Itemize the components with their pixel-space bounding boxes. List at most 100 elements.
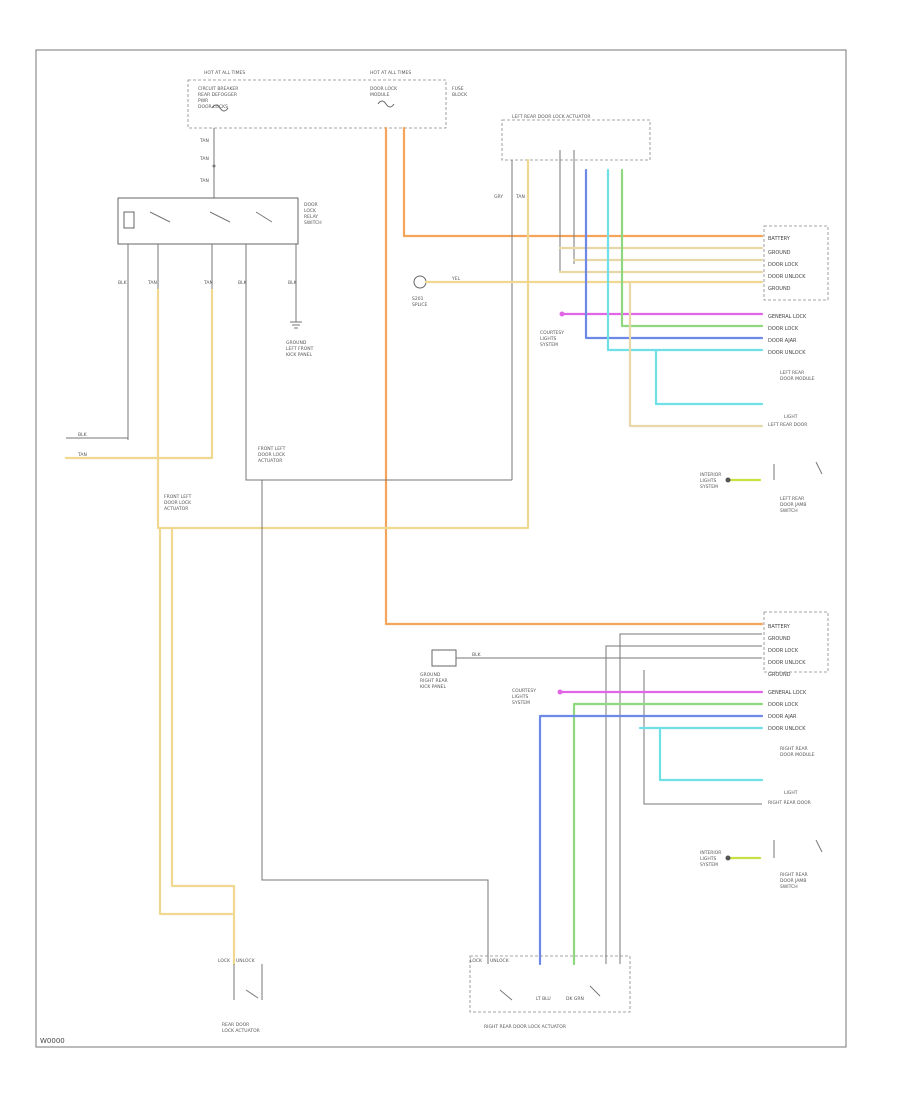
svg-text:DOOR JAMB: DOOR JAMB xyxy=(780,878,806,884)
svg-text:RIGHT REAR: RIGHT REAR xyxy=(780,746,808,752)
svg-text:LOCK ACTUATOR: LOCK ACTUATOR xyxy=(222,1028,260,1034)
svg-text:COURTESY: COURTESY xyxy=(540,330,564,336)
left-rear-module: BATTERY GROUND DOOR LOCK DOOR UNLOCK GRO… xyxy=(763,225,829,382)
svg-text:BLK: BLK xyxy=(78,432,88,438)
svg-text:TAN: TAN xyxy=(199,156,209,162)
light-left: LIGHT LEFT REAR DOOR xyxy=(768,414,807,428)
svg-text:SYSTEM: SYSTEM xyxy=(700,484,718,490)
interior-lights-left: INTERIOR LIGHTS SYSTEM xyxy=(700,472,762,490)
svg-text:S201: S201 xyxy=(412,296,424,302)
svg-text:CIRCUIT BREAKER: CIRCUIT BREAKER xyxy=(198,86,238,92)
rear-door-lock-actuator-right: LOCK UNLOCK LT BLU DK GRN RIGHT REAR DOO… xyxy=(469,955,631,1030)
svg-text:TAN: TAN xyxy=(515,194,525,200)
svg-text:TAN: TAN xyxy=(203,280,213,286)
svg-text:DOOR: DOOR xyxy=(304,202,318,208)
courtesy-lights-right: COURTESY LIGHTS SYSTEM xyxy=(512,688,563,706)
svg-text:KICK PANEL: KICK PANEL xyxy=(286,352,313,358)
left-power-feed: TAN TAN TAN xyxy=(199,128,216,198)
svg-text:SYSTEM: SYSTEM xyxy=(540,342,558,348)
svg-text:SWITCH: SWITCH xyxy=(304,220,322,226)
svg-text:ACTUATOR: ACTUATOR xyxy=(164,506,188,512)
jamb-switch-right: RIGHT REAR DOOR JAMB SWITCH xyxy=(773,839,823,890)
door-lock-switch: DOOR LOCK RELAY SWITCH xyxy=(117,197,322,245)
page-code: W0000 xyxy=(40,1037,65,1045)
svg-text:DK GRN: DK GRN xyxy=(566,996,584,1002)
center-note: FRONT LEFT DOOR LOCK ACTUATOR xyxy=(258,446,286,464)
svg-text:RIGHT REAR: RIGHT REAR xyxy=(420,678,448,684)
svg-text:RIGHT REAR DOOR LOCK ACTUATOR: RIGHT REAR DOOR LOCK ACTUATOR xyxy=(484,1024,566,1030)
yellow-wire-left xyxy=(170,526,236,966)
svg-text:FUSE: FUSE xyxy=(452,86,464,92)
page-border xyxy=(35,49,847,1048)
svg-text:SWITCH: SWITCH xyxy=(780,884,798,890)
svg-text:LEFT FRONT: LEFT FRONT xyxy=(286,346,314,352)
svg-text:RIGHT REAR DOOR: RIGHT REAR DOOR xyxy=(768,800,811,806)
svg-text:LEFT REAR: LEFT REAR xyxy=(780,496,804,502)
svg-text:UNLOCK: UNLOCK xyxy=(236,958,256,964)
gray-wire-left xyxy=(261,480,489,964)
svg-text:DOOR AJAR: DOOR AJAR xyxy=(768,714,797,720)
svg-text:LOCK: LOCK xyxy=(304,208,317,214)
svg-text:REAR DOOR: REAR DOOR xyxy=(222,1022,249,1028)
svg-text:SYSTEM: SYSTEM xyxy=(700,862,718,868)
left-rear-actuator-top: LEFT REAR DOOR LOCK ACTUATOR GRY TAN xyxy=(494,114,651,528)
fuse-block: HOT AT ALL TIMES HOT AT ALL TIMES CIRCUI… xyxy=(187,70,468,129)
svg-text:GROUND: GROUND xyxy=(420,672,441,678)
switch-outputs: BLK TAN TAN BLK BLK GROUND LEFT FRONT KI… xyxy=(118,244,314,440)
rear-door-lock-actuator-left: LOCK UNLOCK REAR DOOR LOCK ACTUATOR xyxy=(218,958,263,1034)
svg-text:BLK: BLK xyxy=(288,280,298,286)
svg-text:RELAY: RELAY xyxy=(304,214,318,220)
svg-text:REAR DEFOGGER: REAR DEFOGGER xyxy=(198,92,237,98)
svg-text:SPLICE: SPLICE xyxy=(412,302,428,308)
light-right: LIGHT RIGHT REAR DOOR xyxy=(768,790,811,806)
hot-right-label: HOT AT ALL TIMES xyxy=(370,70,411,76)
jamb-switch-left: LEFT REAR DOOR JAMB SWITCH xyxy=(773,461,823,514)
svg-text:LIGHTS: LIGHTS xyxy=(700,856,716,862)
svg-text:BATTERY: BATTERY xyxy=(768,236,791,242)
svg-text:LOCK: LOCK xyxy=(470,958,483,964)
left-outputs: BLK TAN xyxy=(64,288,214,460)
svg-text:LOCK: LOCK xyxy=(218,958,231,964)
battery-wire-orange xyxy=(384,126,764,626)
svg-text:COURTESY: COURTESY xyxy=(512,688,536,694)
svg-text:GROUND: GROUND xyxy=(768,672,791,678)
svg-text:LIGHTS: LIGHTS xyxy=(540,336,556,342)
svg-text:DOOR LOCK: DOOR LOCK xyxy=(768,702,799,708)
svg-text:GRY: GRY xyxy=(494,194,503,200)
svg-text:TAN: TAN xyxy=(77,452,87,458)
svg-text:DOOR LOCK: DOOR LOCK xyxy=(768,262,799,268)
gray-wire-center xyxy=(245,290,512,481)
right-rear-module: BATTERY GROUND DOOR LOCK DOOR UNLOCK GRO… xyxy=(763,611,829,758)
splice-s201: YEL S201 SPLICE xyxy=(412,275,764,308)
svg-text:FRONT LEFT: FRONT LEFT xyxy=(164,494,192,500)
mid-connector: BLK GROUND RIGHT REAR KICK PANEL xyxy=(420,649,762,690)
svg-text:LEFT REAR DOOR: LEFT REAR DOOR xyxy=(768,422,807,428)
svg-text:DOOR LOCK: DOOR LOCK xyxy=(164,500,192,506)
svg-text:RIGHT REAR: RIGHT REAR xyxy=(780,872,808,878)
svg-text:LIGHT: LIGHT xyxy=(784,790,798,796)
left-note: FRONT LEFT DOOR LOCK ACTUATOR xyxy=(164,494,192,512)
svg-text:TAN: TAN xyxy=(147,280,157,286)
svg-text:SWITCH: SWITCH xyxy=(780,508,798,514)
svg-text:LEFT REAR: LEFT REAR xyxy=(780,370,804,376)
svg-text:DOOR JAMB: DOOR JAMB xyxy=(780,502,806,508)
svg-text:UNLOCK: UNLOCK xyxy=(490,958,510,964)
svg-text:LIGHTS: LIGHTS xyxy=(700,478,716,484)
tan-wire-center xyxy=(156,158,530,530)
svg-text:BLK: BLK xyxy=(472,652,482,658)
svg-text:GROUND: GROUND xyxy=(286,340,307,346)
svg-text:BATTERY: BATTERY xyxy=(768,624,791,630)
svg-text:PWR: PWR xyxy=(198,98,208,104)
svg-text:DOOR UNLOCK: DOOR UNLOCK xyxy=(768,274,806,280)
svg-text:LIGHTS: LIGHTS xyxy=(512,694,528,700)
svg-text:ACTUATOR: ACTUATOR xyxy=(258,458,282,464)
svg-text:GROUND: GROUND xyxy=(768,636,791,642)
svg-text:DOOR UNLOCK: DOOR UNLOCK xyxy=(768,660,806,666)
svg-text:GROUND: GROUND xyxy=(768,250,791,256)
svg-text:TAN: TAN xyxy=(199,178,209,184)
svg-text:LT BLU: LT BLU xyxy=(536,996,551,1002)
svg-text:DOOR MODULE: DOOR MODULE xyxy=(780,752,815,758)
svg-text:FRONT LEFT: FRONT LEFT xyxy=(258,446,286,452)
interior-lights-right: INTERIOR LIGHTS SYSTEM xyxy=(700,850,762,868)
